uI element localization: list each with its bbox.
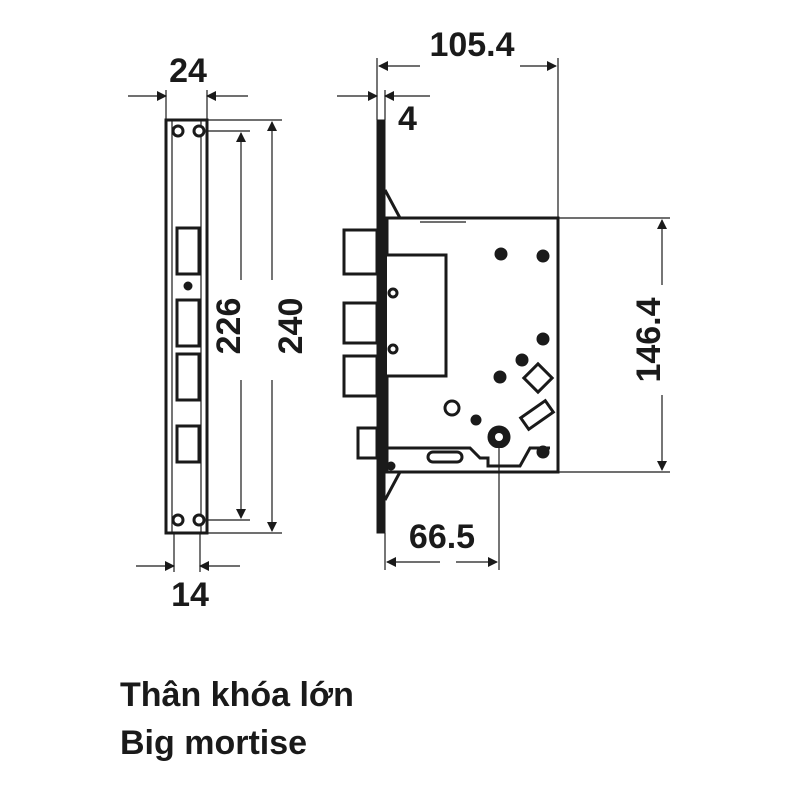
- case-width-label: 14: [171, 576, 209, 614]
- mounting-hole-top-left: [171, 124, 185, 138]
- dimension-faceplate-thickness: 4: [337, 90, 430, 138]
- case-height-label: 146.4: [630, 297, 668, 382]
- bolt-opening-1: [175, 226, 201, 276]
- bolt-frame: [387, 253, 448, 378]
- dimension-case-height: 146.4: [558, 217, 670, 473]
- faceplate-length-label: 240: [272, 298, 310, 355]
- bolt-opening-3: [175, 352, 201, 402]
- dimension-total-depth: 105.4: [376, 26, 559, 218]
- caption-vietnamese: Thân khóa lớn: [120, 676, 354, 714]
- hole-spacing-label: 226: [210, 298, 248, 355]
- dimension-case-width: 14: [136, 533, 240, 614]
- faceplate-front-view: [164, 118, 209, 535]
- deadbolt-3: [342, 354, 379, 398]
- screw-hole: [183, 281, 193, 291]
- mounting-hole-bottom-left: [171, 513, 185, 527]
- mounting-hole-bottom-right: [192, 513, 206, 527]
- caption-english: Big mortise: [120, 724, 308, 762]
- lock-body-side-view: [342, 119, 560, 534]
- latch-bolt: [356, 426, 379, 460]
- bolt-opening-2: [175, 298, 201, 348]
- dimension-faceplate-width: 24: [128, 52, 248, 120]
- backset-label: 66.5: [409, 518, 475, 556]
- total-depth-label: 105.4: [429, 26, 514, 64]
- deadbolt-2: [342, 301, 379, 345]
- deadbolt-1: [342, 228, 379, 276]
- latch-opening: [175, 424, 201, 464]
- mounting-hole-top-right: [192, 124, 206, 138]
- dimension-hole-spacing: 226: [207, 130, 250, 521]
- dimension-faceplate-length: 240: [207, 119, 310, 534]
- dimension-backset: 66.5: [384, 448, 500, 570]
- faceplate-thickness-label: 4: [398, 100, 417, 138]
- faceplate-width-label: 24: [169, 52, 207, 90]
